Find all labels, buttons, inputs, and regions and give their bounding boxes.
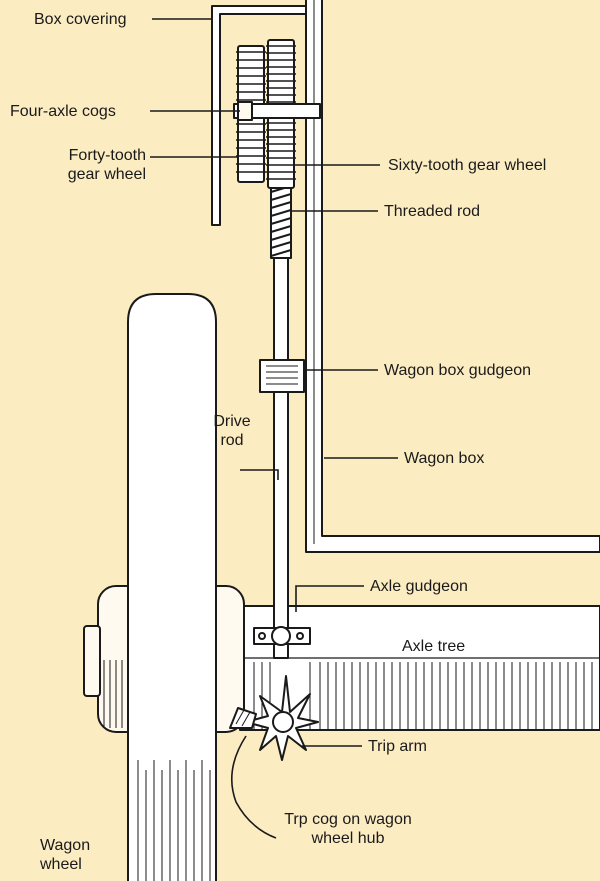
label-wagon-wheel: Wagon wheel [40, 837, 91, 873]
wagon-box [305, 0, 600, 553]
four-axle-cogs [233, 101, 321, 121]
leader-lines [150, 18, 398, 839]
wagon-box-gudgeon [259, 359, 305, 393]
label-four-axle-cogs: Four-axle cogs [10, 103, 116, 120]
threaded-rod [270, 185, 292, 259]
label-axle-gudgeon: Axle gudgeon [370, 578, 468, 595]
label-trip-cog-on-wagon-wheel-hub: Trp cog on wagon wheel hub [284, 811, 412, 847]
axle-gudgeon [253, 626, 311, 646]
axle-tree-hatching [253, 662, 593, 730]
label-sixty-tooth-gear-wheel: Sixty-tooth gear wheel [388, 157, 547, 174]
box-covering [211, 5, 307, 226]
label-threaded-rod: Threaded rod [384, 203, 481, 220]
label-wagon-box-gudgeon: Wagon box gudgeon [384, 362, 532, 379]
label-box-covering: Box covering [34, 11, 127, 28]
label-drive-rod: Drive rod [213, 413, 251, 449]
label-trip-arm: Trip arm [368, 738, 427, 755]
wagon-wheel [127, 293, 217, 881]
label-axle-tree: Axle tree [402, 638, 466, 655]
label-wagon-box: Wagon box [404, 450, 485, 467]
label-forty-tooth-gear-wheel: Forty-tooth gear wheel [67, 147, 146, 183]
